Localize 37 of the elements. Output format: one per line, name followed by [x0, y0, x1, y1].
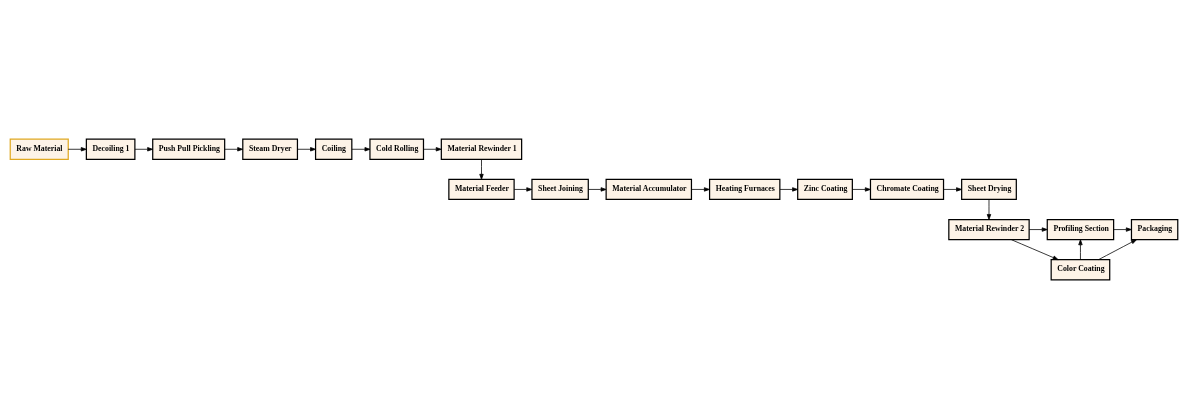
- node-box: Material Rewinder 2: [948, 218, 1030, 240]
- arrow: [134, 146, 153, 151]
- node-box: Decoiling 1: [85, 138, 136, 160]
- arrow: [423, 146, 442, 151]
- arrow: [67, 146, 87, 151]
- node-box: Material Feeder: [448, 178, 515, 200]
- arrow: [779, 186, 798, 192]
- node-box: Sheet Joining: [531, 178, 589, 200]
- arrow: [852, 186, 871, 192]
- arrow: [479, 158, 484, 180]
- node-box: Push Pull Pickling: [152, 138, 226, 160]
- arrow: [691, 186, 710, 192]
- node-box: Steam Dryer: [242, 138, 299, 160]
- node-box: Zinc Coating: [797, 178, 853, 200]
- arrow: [297, 146, 316, 151]
- node-box: Cold Rolling: [369, 138, 425, 160]
- arrow: [1010, 238, 1059, 260]
- node-box: Material Rewinder 1: [440, 138, 523, 160]
- node-box: Raw Material: [9, 138, 69, 160]
- node-box: Coiling: [314, 138, 353, 160]
- arrow: [986, 198, 992, 220]
- node-box: Sheet Drying: [961, 178, 1017, 200]
- arrow: [1028, 226, 1048, 232]
- node-box: Heating Furnaces: [708, 178, 781, 200]
- arrow: [943, 186, 962, 192]
- arrow: [513, 186, 533, 192]
- arrow: [587, 186, 607, 192]
- arrow: [351, 146, 371, 151]
- arrow: [224, 146, 244, 151]
- node-box: Material Accumulator: [605, 178, 693, 200]
- node-box: Packaging: [1130, 218, 1179, 240]
- arrow: [1078, 238, 1083, 260]
- arrow: [1113, 226, 1132, 232]
- node-box: Profiling Section: [1046, 218, 1115, 240]
- node-box: Chromate Coating: [869, 178, 945, 200]
- arrow: [1098, 238, 1137, 260]
- node-box: Color Coating: [1050, 258, 1111, 280]
